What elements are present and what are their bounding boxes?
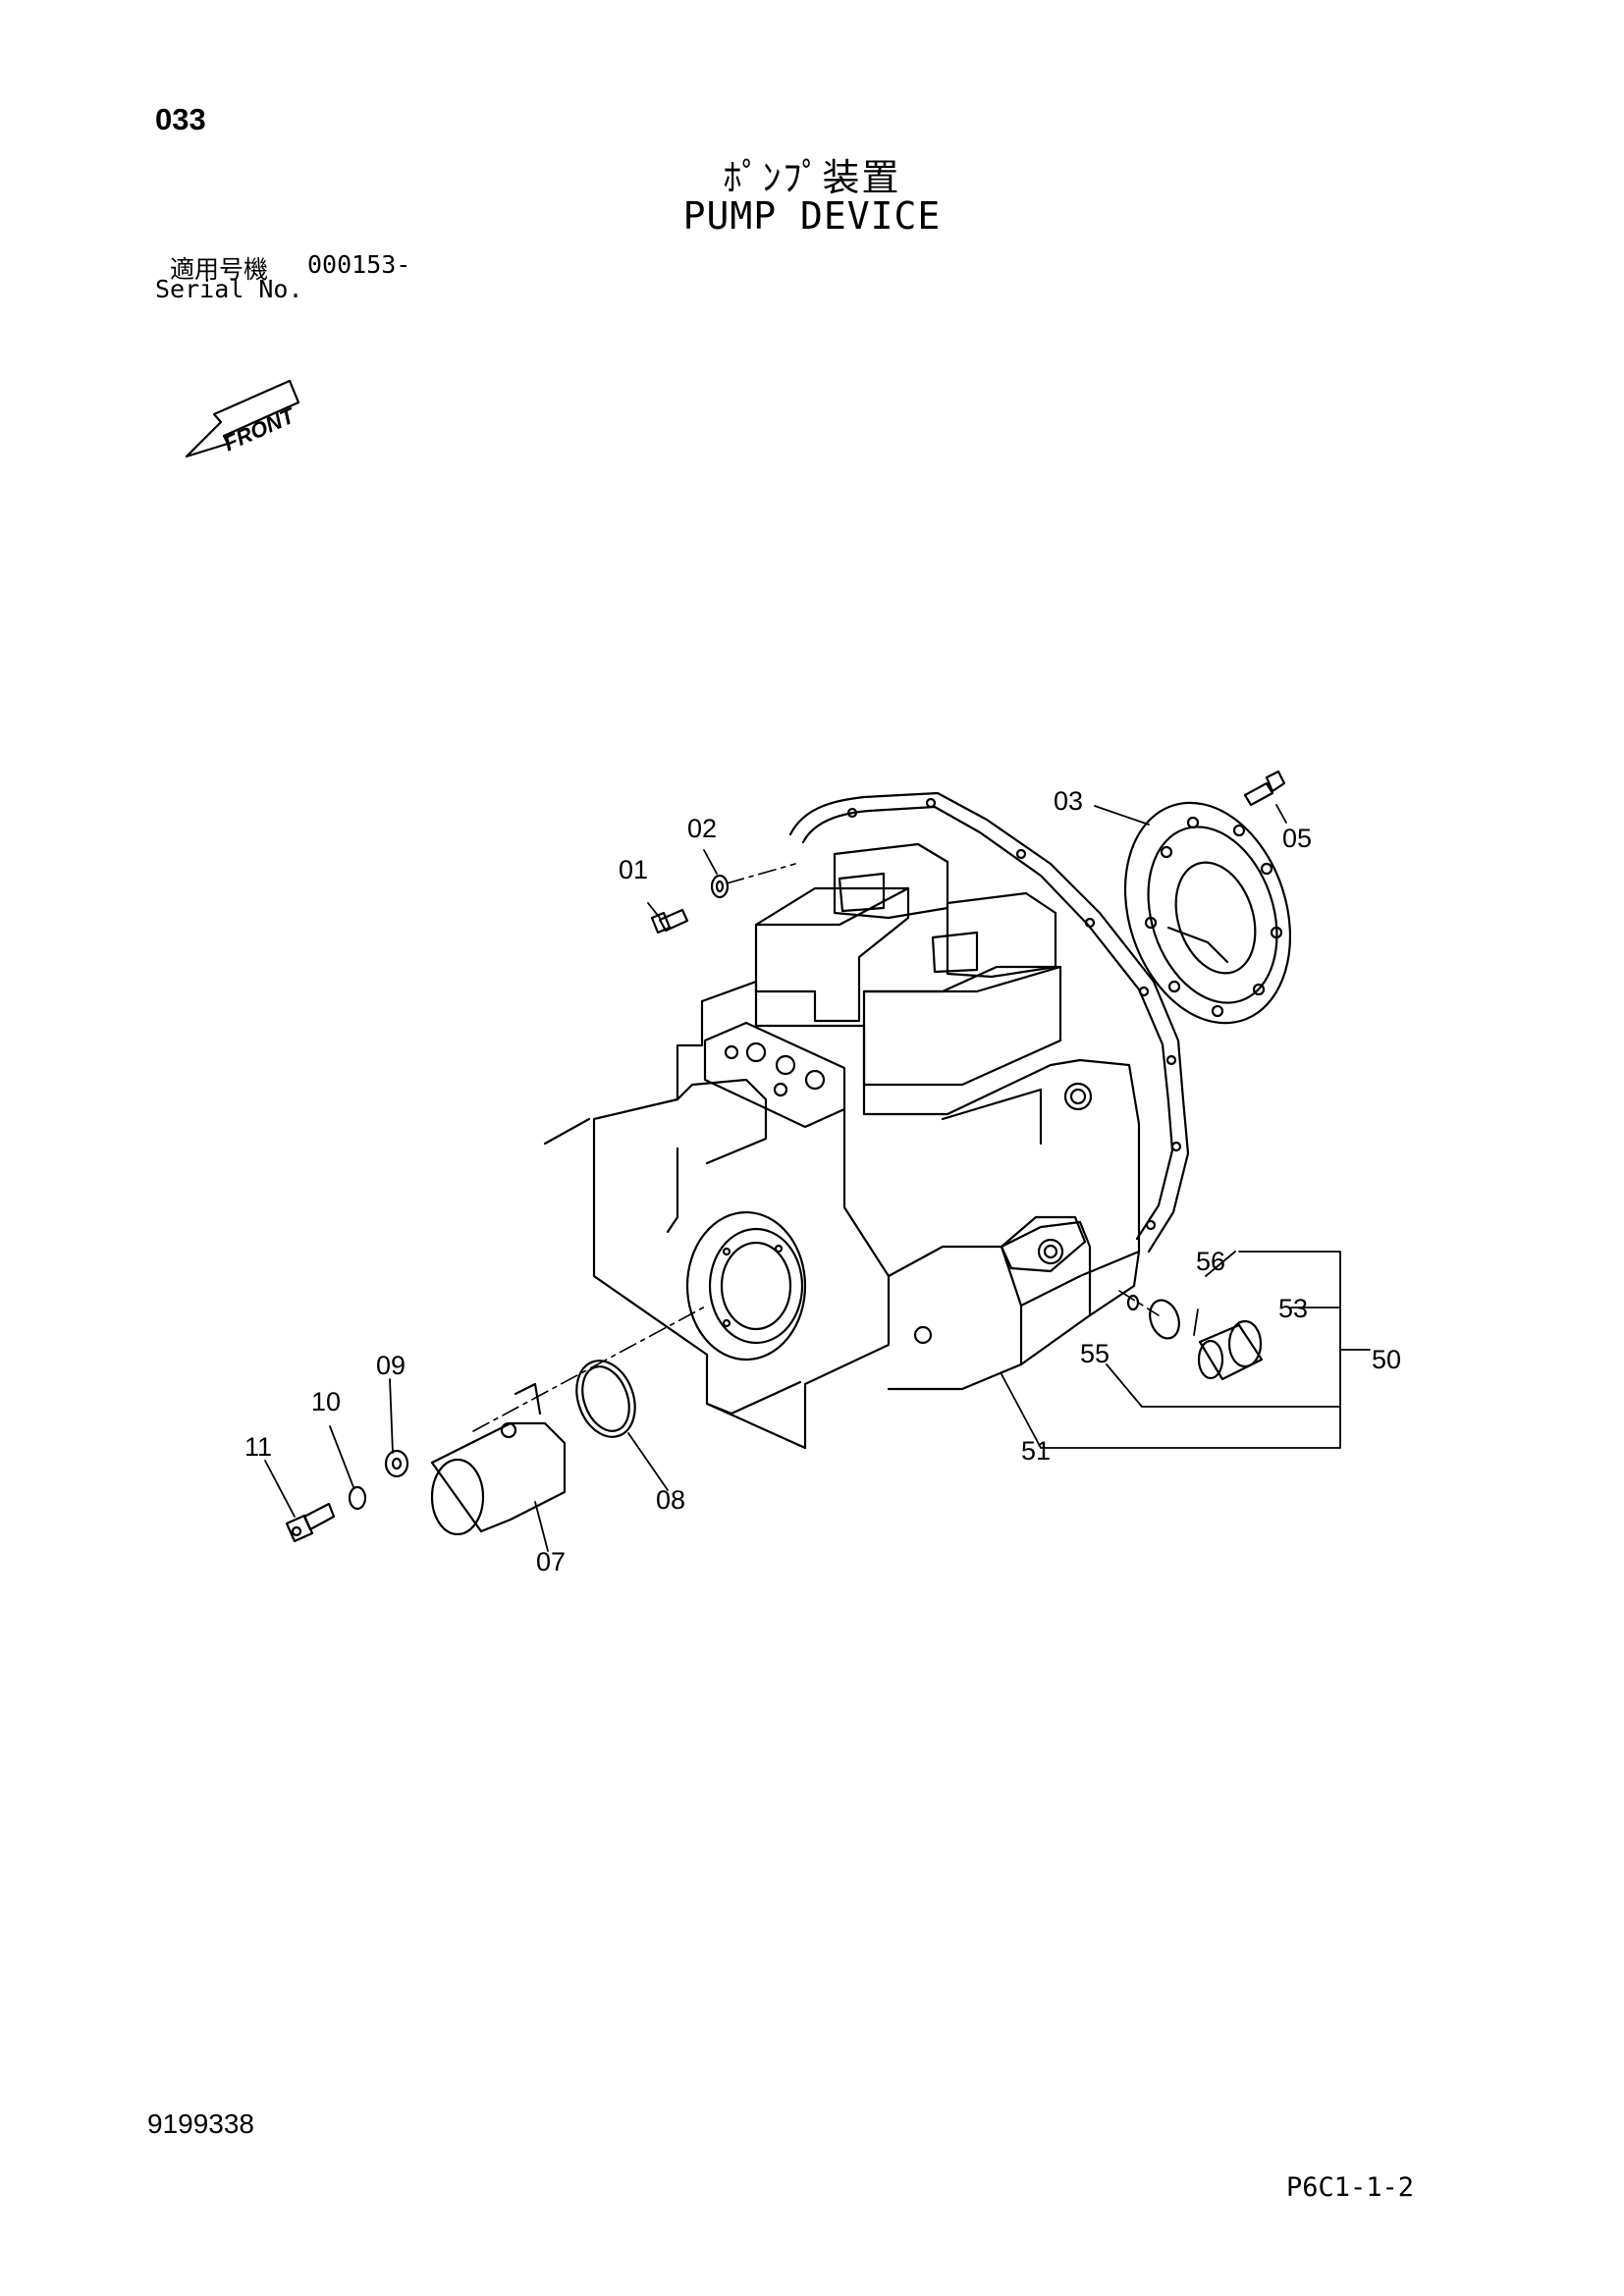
front-label: FRONT [220,402,299,455]
bolt-05-icon [1243,770,1286,807]
lock-washer-10-icon [348,1485,367,1511]
bolt-01-icon [650,908,689,934]
fitting-55-icon [1126,1294,1140,1311]
callout-02: 02 [687,814,717,843]
callout-07: 07 [536,1547,566,1576]
assembly-center-lines [472,863,1160,1432]
callout-53: 53 [1278,1294,1308,1323]
cap-07-icon [430,1382,567,1536]
callout-50: 50 [1372,1345,1401,1374]
callout-11: 11 [244,1432,272,1462]
pump-flange-housing [788,791,1190,1254]
bolt-11-icon [285,1502,336,1543]
document-number: 9199338 [147,2109,255,2139]
serial-label-english: Serial No. [155,275,303,303]
serial-label-japanese: 適用号機 [170,255,269,284]
callout-10: 10 [311,1387,341,1416]
page-number: 033 [155,102,206,136]
title-japanese: ﾎﾟﾝﾌﾟ装置 [723,156,901,199]
serial-number-value: 000153- [307,250,411,279]
title-english: PUMP DEVICE [682,194,942,238]
o-ring-56-icon [1149,1299,1180,1340]
o-ring-08-icon [575,1360,636,1438]
pump-main-body [543,842,1141,1450]
plug-53-icon [1197,1319,1264,1381]
callout-08: 08 [656,1485,685,1515]
front-direction-arrow-icon: FRONT [185,379,300,458]
callout-51: 51 [1021,1436,1051,1466]
callout-05: 05 [1282,824,1312,853]
washer-09-icon [384,1449,409,1478]
callout-09: 09 [376,1351,406,1380]
callout-01: 01 [619,855,648,884]
cover-plate-03 [1123,801,1292,1025]
washer-02-icon [710,874,730,899]
leader-lines [264,804,1371,1552]
page-code: P6C1-1-2 [1286,2172,1415,2203]
callout-03: 03 [1054,786,1083,816]
callout-55: 55 [1080,1339,1110,1368]
callout-56: 56 [1196,1247,1225,1276]
